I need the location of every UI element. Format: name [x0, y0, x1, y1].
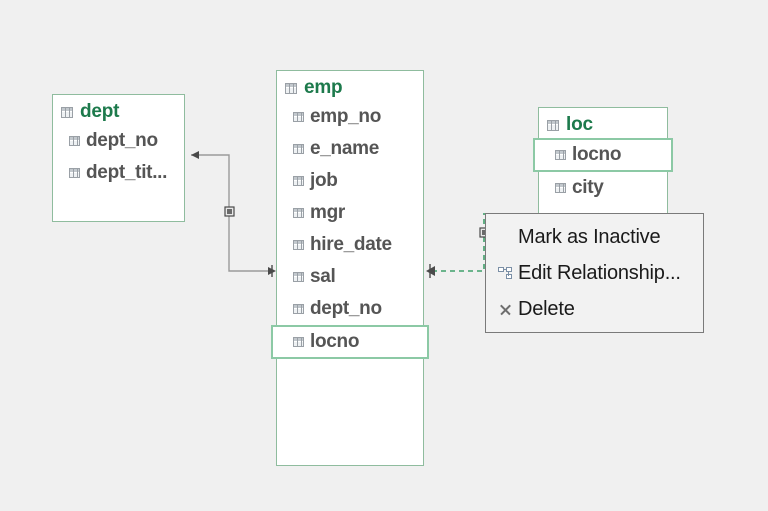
table-icon [547, 119, 559, 131]
column-icon [69, 168, 80, 178]
close-x-icon [496, 303, 514, 316]
column-icon [69, 136, 80, 146]
field-label: job [310, 170, 338, 191]
field-emp-dept_no[interactable]: dept_no [277, 293, 423, 325]
column-icon [293, 176, 304, 186]
field-loc-city[interactable]: city [539, 172, 667, 204]
field-emp-job[interactable]: job [277, 165, 423, 197]
relationship-context-menu[interactable]: Mark as Inactive Edit Relationship... De… [485, 213, 704, 333]
field-label: sal [310, 266, 336, 287]
entity-dept-field-list: dept_no dept_tit... [53, 125, 184, 193]
column-icon [293, 208, 304, 218]
field-label: city [572, 177, 604, 198]
field-emp-mgr[interactable]: mgr [277, 197, 423, 229]
table-icon [285, 82, 297, 94]
field-label: e_name [310, 138, 379, 159]
table-icon [61, 106, 73, 118]
field-label: mgr [310, 202, 345, 223]
column-icon [293, 240, 304, 250]
field-emp-e_name[interactable]: e_name [277, 133, 423, 165]
field-label: dept_no [86, 130, 158, 151]
column-icon [293, 112, 304, 122]
field-dept-dept_no[interactable]: dept_no [53, 125, 184, 157]
field-label: dept_tit... [86, 162, 168, 183]
menu-item-edit-relationship[interactable]: Edit Relationship... [486, 255, 703, 291]
entity-dept-title: dept [53, 95, 184, 125]
field-loc-locno-selected[interactable]: locno [533, 138, 673, 172]
entity-loc-title: loc [539, 108, 667, 138]
entity-loc[interactable]: loc locno city [533, 107, 673, 215]
field-emp-hire_date[interactable]: hire_date [277, 229, 423, 261]
column-icon [293, 144, 304, 154]
menu-item-label: Mark as Inactive [518, 226, 661, 248]
field-label: dept_no [310, 298, 382, 319]
entity-dept[interactable]: dept dept_no dept_tit... [52, 94, 185, 222]
hierarchy-icon [496, 267, 514, 279]
column-icon [555, 183, 566, 193]
field-label: locno [310, 331, 360, 352]
field-emp-locno-selected[interactable]: locno [271, 325, 429, 359]
field-emp-emp_no[interactable]: emp_no [277, 101, 423, 133]
field-label: locno [572, 144, 622, 165]
entity-emp[interactable]: emp emp_no e_name job mgr hire_date [271, 70, 429, 466]
menu-item-delete[interactable]: Delete [486, 291, 703, 327]
menu-item-label: Delete [518, 298, 575, 320]
field-emp-sal[interactable]: sal [277, 261, 423, 293]
relationship-emp-loc[interactable] [426, 213, 490, 278]
relationship-dept-emp[interactable] [191, 151, 276, 277]
entity-emp-name: emp [304, 77, 343, 98]
entity-loc-field-list: locno city [533, 138, 673, 208]
menu-item-label: Edit Relationship... [518, 262, 681, 284]
field-label: emp_no [310, 106, 382, 127]
relationship-handle[interactable] [224, 206, 235, 217]
column-icon [293, 337, 304, 347]
entity-dept-name: dept [80, 101, 120, 122]
column-icon [293, 272, 304, 282]
field-label: hire_date [310, 234, 392, 255]
entity-emp-field-list: emp_no e_name job mgr hire_date sal [271, 101, 429, 363]
menu-item-mark-as-inactive[interactable]: Mark as Inactive [486, 219, 703, 255]
entity-loc-name: loc [566, 114, 593, 135]
field-dept-dept_title[interactable]: dept_tit... [53, 157, 184, 189]
entity-emp-title: emp [277, 71, 423, 101]
column-icon [293, 304, 304, 314]
column-icon [555, 150, 566, 160]
